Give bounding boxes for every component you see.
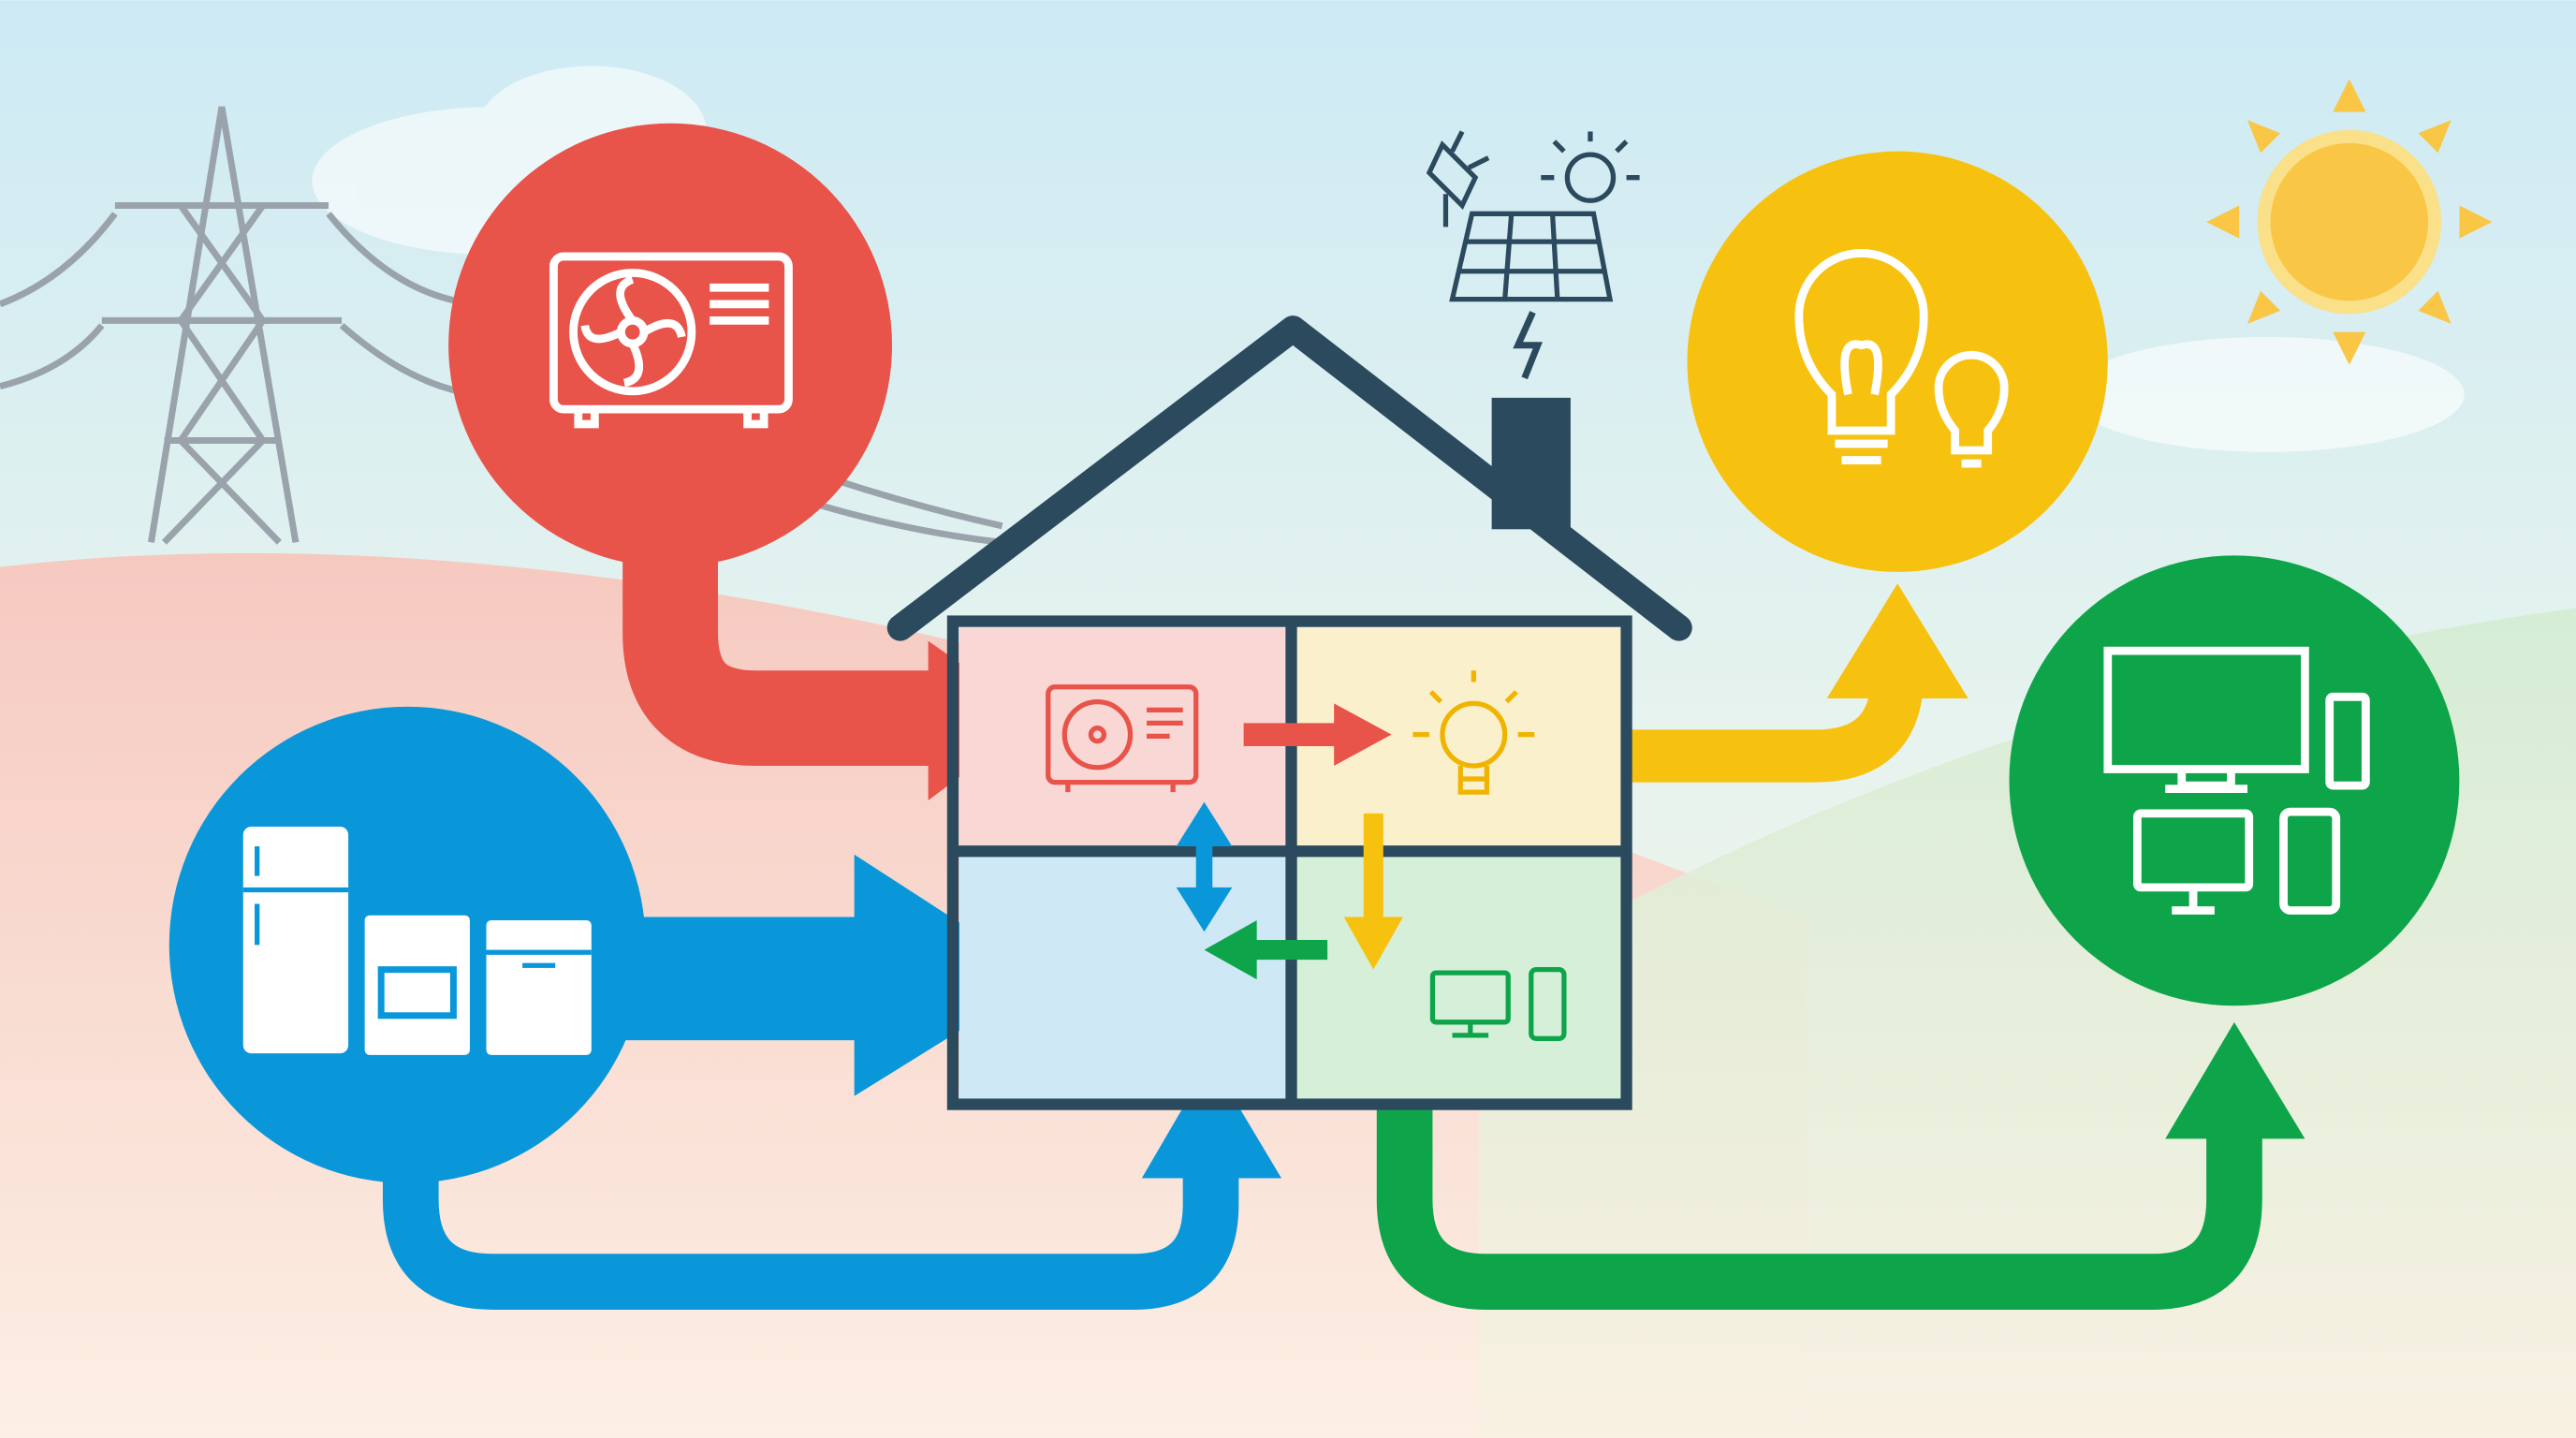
solar-panel-icon: [1449, 131, 1640, 380]
appliances-return-arrow: [382, 1060, 1281, 1310]
plug-icon: [1426, 130, 1490, 227]
sun-icon: [2206, 79, 2493, 365]
roof: [886, 315, 1692, 641]
lighting-flow-arrow: [1589, 583, 1969, 783]
heating-circle: [448, 123, 893, 567]
heat-pump-icon: [549, 252, 793, 429]
monitor-phone-icon: [1429, 967, 1567, 1041]
house: [886, 315, 1692, 1110]
air-conditioner-unit-icon: [1046, 684, 1199, 793]
fridge-oven-dishwasher-icon: [242, 826, 592, 1055]
monitor-computer-phone-icon: [2103, 646, 2370, 915]
electronics-flow-arrow: [1376, 1021, 2305, 1310]
light-bulb-icon: [1412, 670, 1535, 795]
appliances-circle: [168, 706, 646, 1183]
internal-flow-arrows: [1176, 703, 1403, 980]
light-bulbs-icon: [1794, 249, 2009, 468]
power-pylon-icon: [0, 106, 1003, 546]
room-heating: [959, 627, 1292, 852]
electronics-circle: [2009, 555, 2460, 1006]
room-electronics: [1291, 851, 1624, 1102]
lighting-circle: [1687, 151, 2108, 572]
room-appliances: [959, 851, 1292, 1102]
